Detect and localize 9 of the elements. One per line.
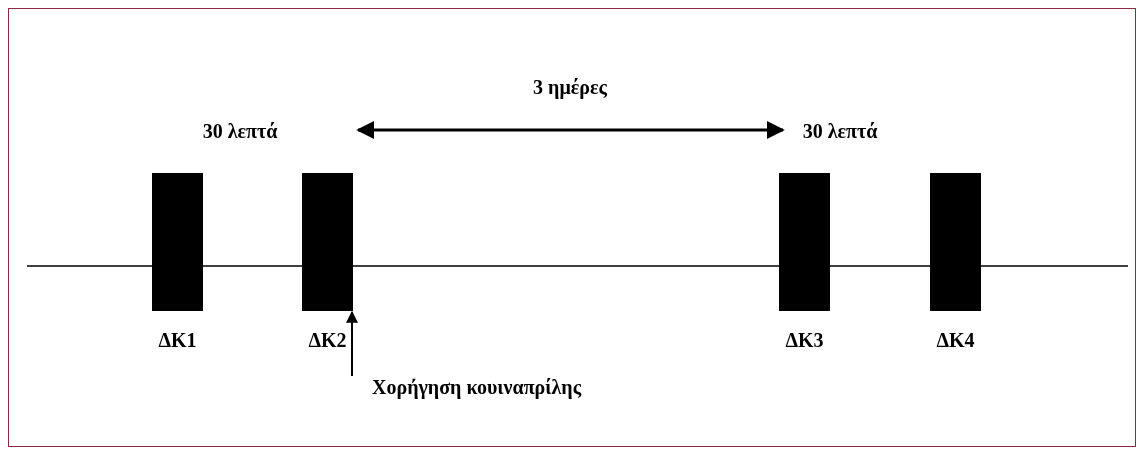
bar-label: ΔΚ4 [936,329,975,352]
annotation-text: Χορήγηση κουιναπρίλης [350,376,582,399]
duration-label: 3 ημέρες [533,76,607,99]
bar-label: ΔΚ2 [308,329,347,352]
duration-label: 30 λεπτά [202,120,278,143]
duration-label: 30 λεπτά [802,120,878,143]
bar-label: ΔΚ3 [785,329,824,352]
arrow [346,310,358,377]
bar-label: ΔΚ1 [158,329,197,352]
